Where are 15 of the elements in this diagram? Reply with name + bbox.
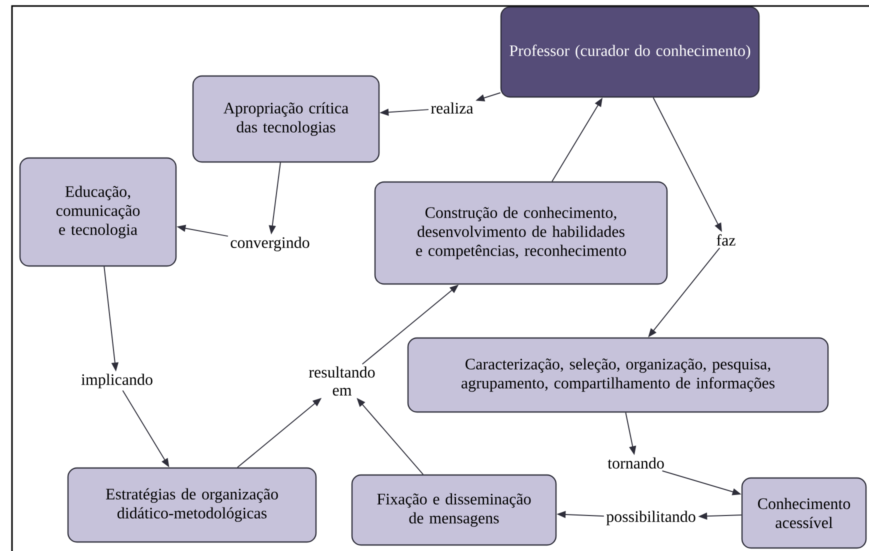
concept-box: Estratégias de organização didático-metodológicas [67, 467, 317, 543]
linking-phrase: convergindo [230, 236, 310, 252]
concept-box: Construção de conhecimento, desenvolvimento de habilidades e competências, reconhecimento [374, 181, 668, 285]
concept-box: Apropriação crítica das tecnologias [192, 75, 380, 163]
concept-box: Conhecimento acessível [741, 477, 867, 549]
linking-phrase: faz [716, 234, 736, 246]
linking-phrase: tornando [608, 457, 664, 469]
linking-phrase: resultando em [309, 366, 375, 396]
concept-box: Fixação e disseminação de mensagens [351, 474, 557, 546]
linking-phrase: possibilitando [606, 510, 696, 526]
concept-box: Caracterização, seleção, organização, pesquisa, agrupamento, compartilhamento de informações [407, 337, 829, 413]
linking-phrase: realiza [431, 102, 474, 114]
concept-box: Educação, comunicação e tecnologia [19, 157, 177, 267]
concept-box: Professor (curador do conhecimento) [500, 6, 760, 98]
linking-phrase: implicando [81, 374, 152, 388]
